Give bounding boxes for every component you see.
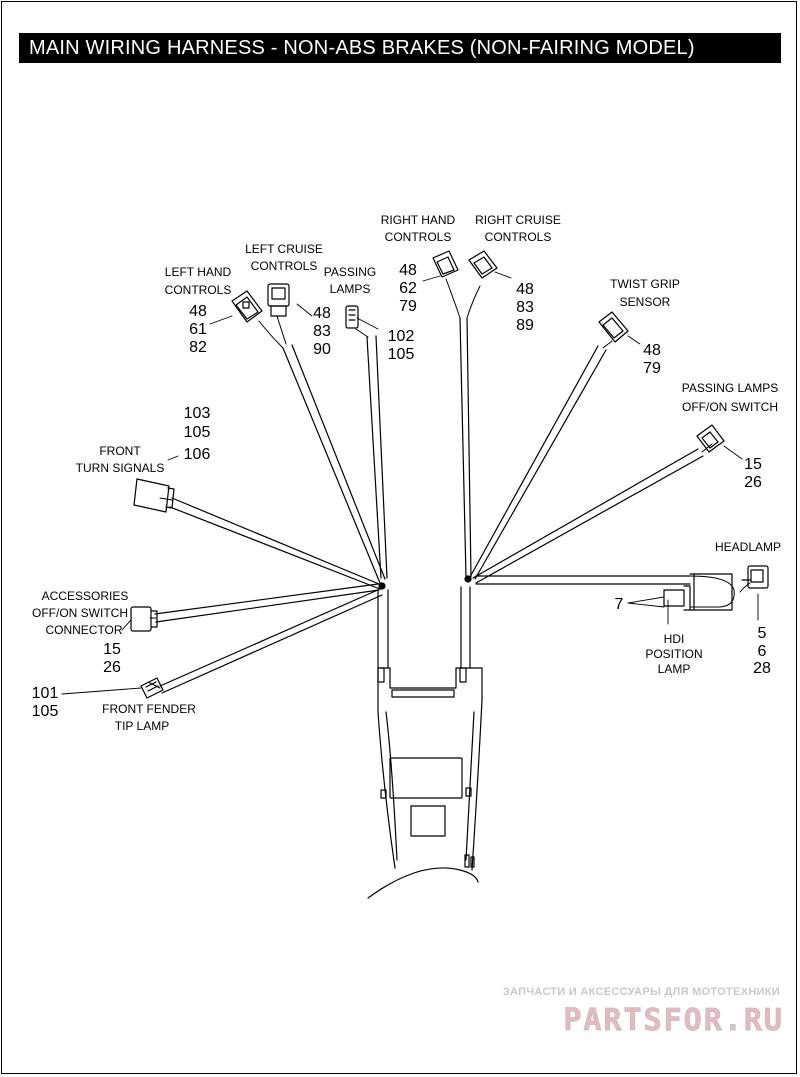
- front-fender-tip-lamp-connector: [140, 677, 164, 699]
- svg-text:ACCESSORIES: ACCESSORIES: [42, 589, 129, 603]
- harness-trunk: [377, 586, 471, 669]
- svg-text:26: 26: [744, 474, 762, 491]
- svg-text:OFF/ON SWITCH: OFF/ON SWITCH: [32, 606, 128, 620]
- right-hand-controls-connector: [432, 250, 459, 278]
- label-left-hand-controls: LEFT HAND CONTROLS 48 61 82: [165, 265, 232, 356]
- svg-text:TURN SIGNALS: TURN SIGNALS: [76, 461, 165, 475]
- passing-lamps-switch-connector: [696, 424, 725, 453]
- fork-body: [367, 667, 483, 899]
- headlamp-connector: [741, 565, 769, 589]
- svg-text:CONTROLS: CONTROLS: [385, 230, 452, 244]
- svg-text:105: 105: [32, 703, 59, 720]
- svg-text:103: 103: [184, 405, 211, 422]
- left-hand-controls-connector: [231, 290, 263, 323]
- svg-text:83: 83: [516, 299, 534, 316]
- svg-text:CONTROLS: CONTROLS: [165, 283, 232, 297]
- left-cruise-controls-connector: [267, 283, 290, 317]
- svg-text:105: 105: [388, 346, 415, 363]
- svg-text:FRONT FENDER: FRONT FENDER: [102, 702, 196, 716]
- thin-wires: [147, 278, 751, 689]
- leader-lines: [61, 271, 759, 695]
- svg-text:105: 105: [184, 424, 211, 441]
- svg-text:LEFT CRUISE: LEFT CRUISE: [245, 242, 323, 256]
- passing-lamps-connector: [345, 305, 359, 329]
- harness-junction: [464, 575, 472, 583]
- svg-text:RIGHT CRUISE: RIGHT CRUISE: [475, 213, 561, 227]
- svg-text:28: 28: [753, 660, 771, 677]
- svg-text:48: 48: [189, 303, 207, 320]
- svg-text:90: 90: [313, 341, 331, 358]
- svg-text:POSITION: POSITION: [645, 647, 702, 661]
- svg-text:TWIST GRIP: TWIST GRIP: [610, 277, 680, 291]
- svg-text:OFF/ON SWITCH: OFF/ON SWITCH: [682, 400, 778, 414]
- svg-text:102: 102: [388, 328, 415, 345]
- label-left-cruise-controls: LEFT CRUISE CONTROLS 48 83 90: [245, 242, 331, 358]
- svg-text:83: 83: [313, 323, 331, 340]
- svg-text:62: 62: [399, 280, 417, 297]
- hdi-position-lamp-body: [663, 573, 733, 611]
- right-cruise-controls-connector: [468, 250, 498, 279]
- diagram-title: MAIN WIRING HARNESS - NON-ABS BRAKES (NO…: [19, 33, 781, 63]
- svg-text:79: 79: [643, 360, 661, 377]
- svg-text:CONNECTOR: CONNECTOR: [45, 623, 122, 637]
- wire-bundles: [154, 317, 704, 694]
- svg-text:15: 15: [103, 641, 121, 658]
- label-front-turn-signals: FRONT TURN SIGNALS 103 105 106: [76, 405, 211, 475]
- label-right-hand-controls: RIGHT HAND CONTROLS 48 62 79: [381, 213, 456, 315]
- svg-text:79: 79: [399, 298, 417, 315]
- svg-text:82: 82: [189, 339, 207, 356]
- svg-text:26: 26: [103, 659, 121, 676]
- harness-junction: [378, 582, 386, 590]
- label-twist-grip-sensor: TWIST GRIP SENSOR 48 79: [610, 277, 680, 377]
- svg-text:48: 48: [643, 342, 661, 359]
- svg-text:7: 7: [615, 596, 624, 613]
- svg-text:48: 48: [516, 281, 534, 298]
- svg-text:101: 101: [32, 685, 59, 702]
- svg-text:PARTSFOR.RU: PARTSFOR.RU: [563, 1003, 784, 1038]
- label-passing-lamps-switch: PASSING LAMPS OFF/ON SWITCH 15 26: [682, 381, 778, 491]
- svg-text:TIP LAMP: TIP LAMP: [115, 719, 169, 733]
- svg-text:LEFT HAND: LEFT HAND: [165, 265, 232, 279]
- svg-text:6: 6: [758, 643, 767, 660]
- label-headlamp: HEADLAMP 5 6 28: [715, 540, 781, 677]
- twist-grip-sensor-connector: [598, 311, 629, 343]
- svg-text:61: 61: [189, 321, 207, 338]
- svg-text:SENSOR: SENSOR: [620, 295, 671, 309]
- svg-text:HDI: HDI: [664, 632, 685, 646]
- front-turn-signals-connector: [133, 478, 175, 513]
- label-hdi-position-lamp: HDI POSITION LAMP 7: [615, 596, 703, 676]
- svg-text:89: 89: [516, 317, 534, 334]
- svg-text:48: 48: [313, 305, 331, 322]
- svg-text:PASSING LAMPS: PASSING LAMPS: [682, 381, 778, 395]
- svg-text:FRONT: FRONT: [99, 444, 141, 458]
- svg-text:CONTROLS: CONTROLS: [485, 230, 552, 244]
- svg-text:LAMP: LAMP: [658, 662, 691, 676]
- accessories-switch-connector: [130, 606, 158, 632]
- svg-text:ЗАПЧАСТИ И АКСЕССУАРЫ ДЛЯ МОТО: ЗАПЧАСТИ И АКСЕССУАРЫ ДЛЯ МОТОТЕХНИКИ: [503, 986, 780, 998]
- svg-text:PASSING: PASSING: [324, 265, 376, 279]
- svg-text:HEADLAMP: HEADLAMP: [715, 540, 781, 554]
- svg-text:15: 15: [744, 456, 762, 473]
- svg-text:CONTROLS: CONTROLS: [251, 259, 318, 273]
- svg-text:5: 5: [758, 625, 767, 642]
- svg-text:RIGHT HAND: RIGHT HAND: [381, 213, 456, 227]
- label-passing-lamps: PASSING LAMPS 102 105: [324, 265, 415, 363]
- label-front-fender-tip-lamp: FRONT FENDER TIP LAMP 101 105: [32, 685, 197, 733]
- label-right-cruise-controls: RIGHT CRUISE CONTROLS 48 83 89: [475, 213, 561, 334]
- svg-text:LAMPS: LAMPS: [330, 282, 371, 296]
- label-accessories-switch: ACCESSORIES OFF/ON SWITCH CONNECTOR 15 2…: [32, 589, 128, 676]
- watermark: ЗАПЧАСТИ И АКСЕССУАРЫ ДЛЯ МОТОТЕХНИКИ PA…: [503, 986, 784, 1038]
- svg-text:48: 48: [399, 262, 417, 279]
- svg-text:106: 106: [184, 446, 211, 463]
